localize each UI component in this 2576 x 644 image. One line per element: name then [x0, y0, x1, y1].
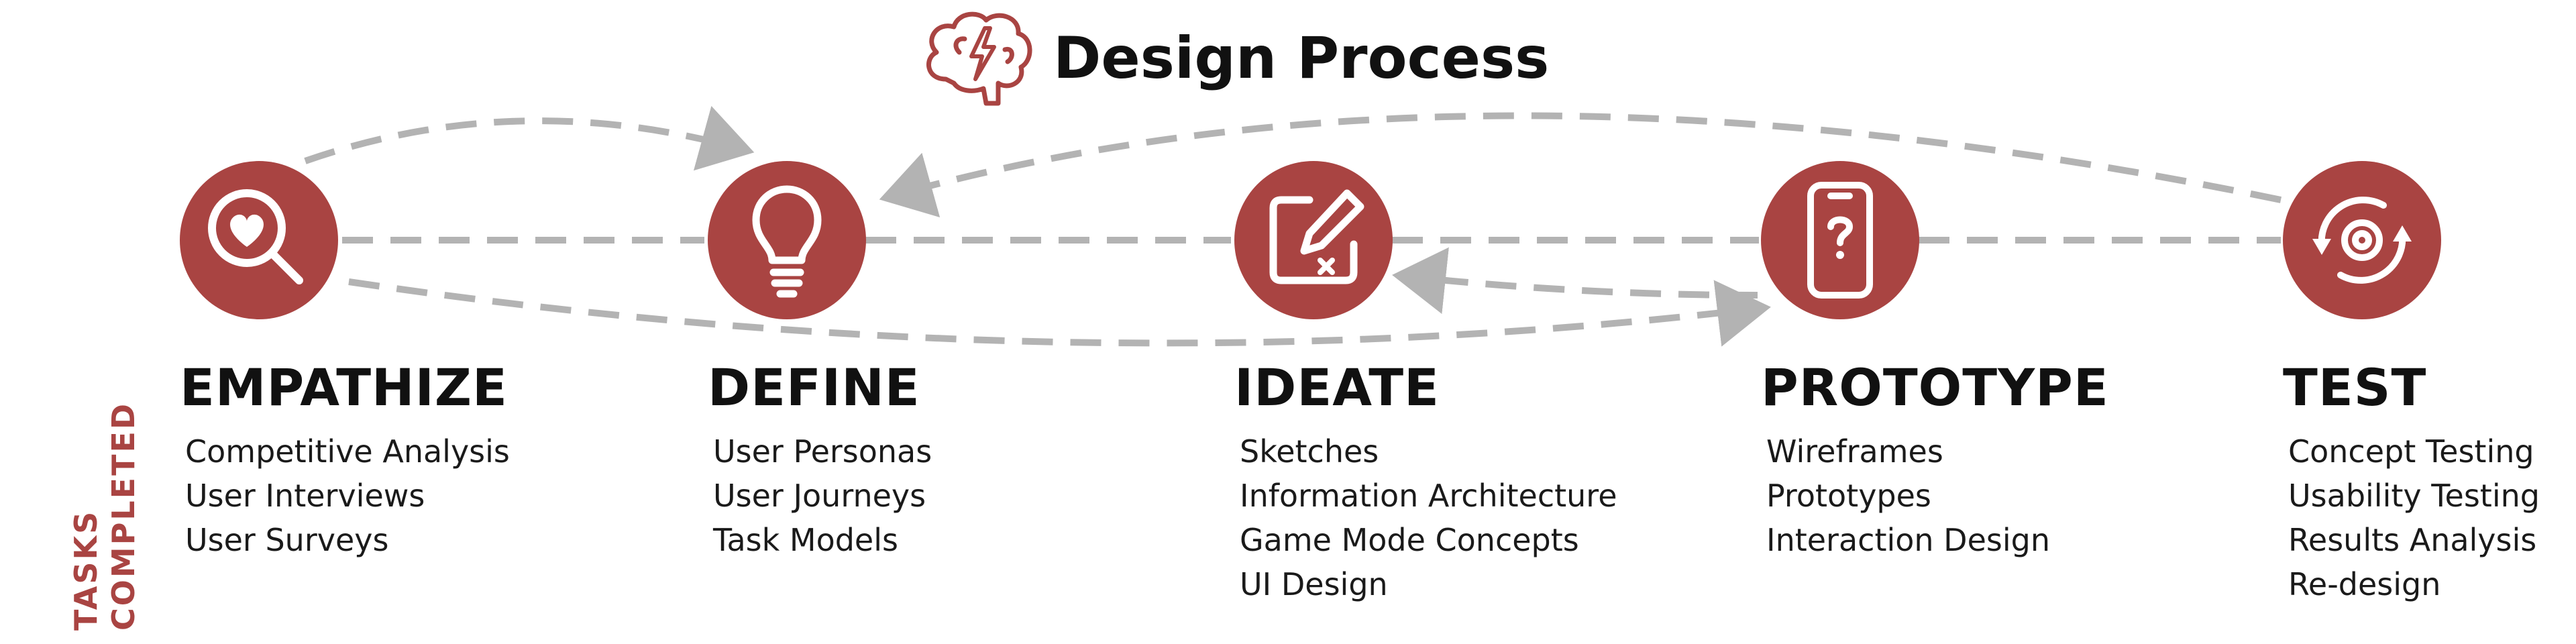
- phone-question-icon: [1761, 161, 1919, 319]
- task-item: User Journeys: [713, 478, 926, 514]
- task-item: User Surveys: [185, 522, 389, 558]
- title-block: Design Process: [919, 5, 1590, 113]
- arrow-empathize-to-prototype: [348, 278, 1771, 347]
- side-label-tasks-completed: TASKS COMPLETED: [67, 376, 142, 631]
- cycle-gear-icon: [2283, 161, 2441, 319]
- page-title: Design Process: [1053, 25, 1550, 92]
- task-item: Re-design: [2288, 566, 2441, 602]
- task-item: Interaction Design: [1766, 522, 2051, 558]
- stage-title-define: DEFINE: [708, 358, 920, 417]
- task-list-prototype: Wireframes Prototypes Interaction Design: [1766, 429, 2050, 562]
- task-item: Usability Testing: [2288, 478, 2540, 514]
- task-item: UI Design: [1240, 566, 1388, 602]
- task-list-define: User Personas User Journeys Task Models: [713, 429, 932, 562]
- lightbulb-icon: [708, 161, 866, 319]
- stage-title-ideate: IDEATE: [1234, 358, 1440, 417]
- task-item: Task Models: [713, 522, 898, 558]
- stage-title-prototype: PROTOTYPE: [1761, 358, 2109, 417]
- arrow-empathize-to-define: [304, 105, 755, 171]
- task-item: User Interviews: [185, 478, 425, 514]
- task-list-test: Concept Testing Usability Testing Result…: [2288, 429, 2540, 606]
- task-item: Prototypes: [1766, 478, 1931, 514]
- arrow-prototype-to-ideate: [1392, 247, 1758, 315]
- task-item: Concept Testing: [2288, 433, 2534, 470]
- task-item: Game Mode Concepts: [1240, 522, 1579, 558]
- task-list-ideate: Sketches Information Architecture Game M…: [1240, 429, 1617, 606]
- side-label-line-2: COMPLETED: [105, 401, 142, 631]
- sketch-pencil-icon: [1234, 161, 1393, 319]
- arrow-test-to-define: [879, 112, 2282, 218]
- brain-lightning-icon: [926, 11, 1032, 106]
- side-label-line-1: TASKS: [68, 509, 104, 631]
- stage-title-test: TEST: [2283, 358, 2427, 417]
- task-item: Sketches: [1240, 433, 1379, 470]
- task-list-empathize: Competitive Analysis User Interviews Use…: [185, 429, 510, 562]
- stage-title-empathize: EMPATHIZE: [180, 358, 508, 417]
- task-item: Competitive Analysis: [185, 433, 510, 470]
- task-item: Information Architecture: [1240, 478, 1617, 514]
- task-item: User Personas: [713, 433, 932, 470]
- task-item: Wireframes: [1766, 433, 1943, 470]
- magnifier-heart-icon: [180, 161, 338, 319]
- task-item: Results Analysis: [2288, 522, 2537, 558]
